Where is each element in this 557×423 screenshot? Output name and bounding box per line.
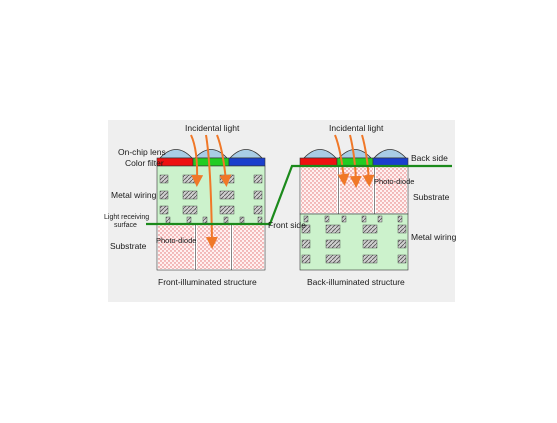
back-metal-wires [301,215,407,264]
front-color-filter [156,157,266,167]
on-chip-lens-label: On-chip lens [118,147,166,157]
back-incident-light-arrows [334,134,375,188]
front-caption: Front-illuminated structure [158,277,257,287]
back-structure [299,134,409,271]
light-receiving-surface-line [146,164,452,226]
back-side-label: Back side [411,153,448,163]
front-incident-light-label: Incidental light [185,123,240,133]
back-photo-diode-label: Photo-diode [374,177,414,186]
light-receiving-label-line2: surface [114,222,137,229]
front-structure [156,134,266,271]
back-metal-wiring-layer [299,213,409,271]
front-photo-diode-label: Photo-diode [156,236,196,245]
back-photo-diodes [301,166,407,214]
back-incident-light-label: Incidental light [329,123,384,133]
front-labels: Incidental light On-chip lens Color filt… [104,123,306,287]
front-metal-wiring-label: Metal wiring [111,190,157,200]
front-side-label: Front side [268,220,306,230]
back-on-chip-lenses [303,149,407,159]
back-caption: Back-illuminated structure [307,277,405,287]
front-incident-light-arrows [190,134,232,249]
front-on-chip-lenses [159,149,263,159]
back-labels: Incidental light Back side Photo-diode S… [307,123,457,287]
back-substrate-label: Substrate [413,192,450,202]
light-receiving-label-line1: Light receiving [104,214,149,221]
back-metal-wiring-label: Metal wiring [411,232,457,242]
front-substrate-label: Substrate [110,241,147,251]
color-filter-label: Color filter [125,158,164,168]
